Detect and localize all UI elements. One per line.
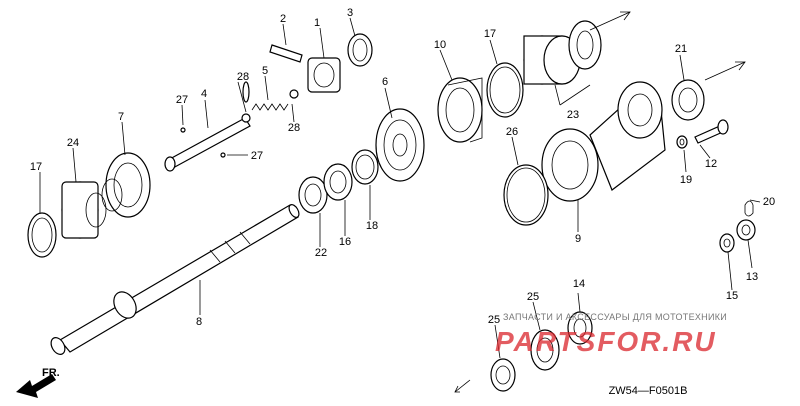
cotter-pin: [744, 200, 754, 217]
shift-slider: [164, 81, 251, 172]
oil-seal-large: [530, 329, 560, 371]
propeller-washer: [719, 233, 735, 253]
part-number-14: 14: [573, 278, 585, 290]
thrust-washer-left: [27, 212, 57, 258]
dog-clutch: [307, 57, 341, 93]
ball-bearing: [61, 181, 107, 239]
needle-bearing-lower: [298, 176, 328, 214]
front-arrow-icon: [16, 374, 56, 398]
part-number-8: 8: [196, 316, 202, 328]
part-number-19: 19: [680, 174, 692, 186]
part-number-16: 16: [339, 236, 351, 248]
thrust-washer: [323, 163, 353, 201]
flat-washer: [676, 135, 688, 149]
part-number-12: 12: [705, 158, 717, 170]
bearing-housing: [541, 81, 666, 202]
part-number-25-lower: 25: [488, 314, 500, 326]
part-number-13: 13: [746, 271, 758, 283]
bearing-holder: [437, 77, 483, 143]
part-number-26: 26: [506, 126, 518, 138]
o-ring-lower: [503, 164, 549, 226]
part-number-21: 21: [675, 43, 687, 55]
part-number-6: 6: [382, 76, 388, 88]
part-number-24: 24: [67, 137, 79, 149]
castle-nut: [736, 219, 756, 241]
clutch-pin: [269, 44, 303, 63]
front-label: FR.: [42, 367, 60, 379]
part-number-3: 3: [347, 7, 353, 19]
detent-ball-left: [241, 113, 251, 123]
reverse-gear: [375, 108, 425, 182]
part-number-28-right: 28: [288, 122, 300, 134]
part-number-22: 22: [315, 247, 327, 259]
leader-lines: [39, 17, 761, 359]
part-number-9: 9: [575, 233, 581, 245]
spring: [251, 103, 289, 111]
part-number-27-upper: 27: [176, 94, 188, 106]
part-number-28-left: 28: [237, 71, 249, 83]
part-number-27-lower: 27: [251, 150, 263, 162]
forward-gear: [101, 152, 151, 218]
propeller-shaft: [50, 204, 300, 355]
part-number-23: 23: [567, 109, 579, 121]
bolt: [694, 119, 729, 144]
detent-ball-right: [289, 89, 299, 99]
figure-code: ZW54—F0501B: [609, 385, 688, 397]
bushing: [347, 33, 373, 67]
part-number-4: 4: [201, 88, 207, 100]
roller-bearing-outer-race: [523, 35, 581, 85]
part-number-10: 10: [434, 39, 446, 51]
part-number-labels: 1 2 3 4 5 6 7 8 9 10 12 13 14 15 16 17 1…: [30, 7, 775, 328]
shim-washer: [351, 149, 379, 185]
part-number-2: 2: [280, 13, 286, 25]
part-number-17-left: 17: [30, 161, 42, 173]
o-ring-upper: [486, 62, 524, 118]
part-number-1: 1: [314, 17, 320, 29]
part-number-7: 7: [118, 111, 124, 123]
part-number-5: 5: [262, 65, 268, 77]
part-number-17-top: 17: [484, 28, 496, 40]
steel-ball-upper: [180, 127, 186, 133]
part-number-20: 20: [763, 196, 775, 208]
part-number-15: 15: [726, 290, 738, 302]
steel-ball-lower: [220, 152, 226, 158]
direction-arrows: [454, 11, 746, 393]
roller-bearing-cone: [568, 20, 602, 70]
water-seal: [567, 311, 593, 345]
needle-bearing-upper: [671, 79, 705, 121]
part-number-25-upper: 25: [527, 291, 539, 303]
oil-seal-small: [490, 358, 516, 392]
part-number-18: 18: [366, 220, 378, 232]
